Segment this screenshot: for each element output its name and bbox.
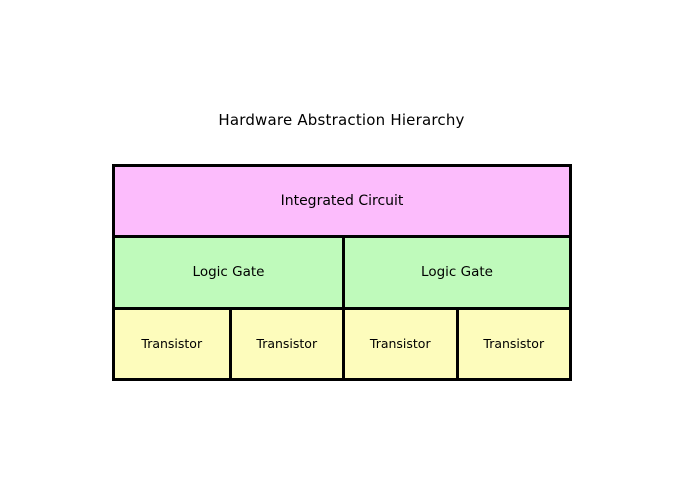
block-logic-gate-2[interactable]: Logic Gate	[342, 238, 569, 307]
tier-integrated-circuit: Integrated Circuit	[115, 167, 569, 235]
tier-transistor: Transistor Transistor Transistor Transis…	[115, 306, 569, 378]
block-transistor-3[interactable]: Transistor	[342, 309, 456, 378]
block-transistor-2[interactable]: Transistor	[228, 309, 342, 378]
block-integrated-circuit[interactable]: Integrated Circuit	[115, 167, 569, 235]
hardware-abstraction-hierarchy-diagram: Integrated Circuit Logic Gate Logic Gate…	[112, 164, 572, 381]
block-transistor-1[interactable]: Transistor	[115, 309, 229, 378]
block-transistor-4[interactable]: Transistor	[455, 309, 569, 378]
tier-logic-gate: Logic Gate Logic Gate	[115, 235, 569, 307]
block-logic-gate-1[interactable]: Logic Gate	[115, 238, 342, 307]
diagram-title: Hardware Abstraction Hierarchy	[218, 111, 465, 129]
